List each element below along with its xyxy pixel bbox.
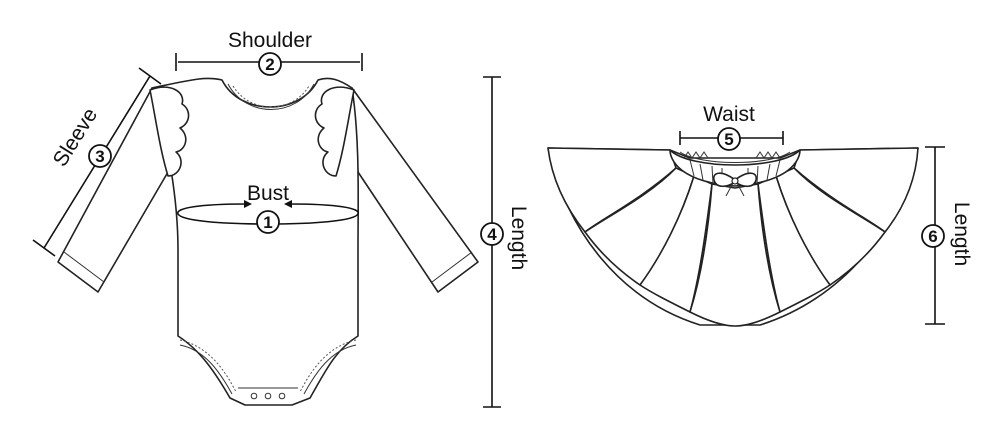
bust-measurement: Bust 1 bbox=[177, 182, 359, 234]
waist-label: Waist bbox=[703, 103, 755, 126]
waist-number: 5 bbox=[724, 130, 733, 149]
shoulder-label: Shoulder bbox=[228, 29, 312, 52]
shoulder-number: 2 bbox=[265, 55, 274, 74]
shoulder-measurement: Shoulder 2 bbox=[175, 29, 363, 76]
bodysuit-illustration bbox=[57, 77, 479, 406]
skirt-length-number: 6 bbox=[928, 227, 937, 246]
skirt-length-measurement: 6 Length bbox=[921, 146, 973, 325]
waist-measurement: Waist 5 bbox=[679, 103, 784, 151]
skirt-length-label: Length bbox=[950, 202, 973, 266]
tutu-skirt-illustration bbox=[547, 147, 919, 327]
bodysuit-length-number: 4 bbox=[487, 225, 497, 244]
bust-label: Bust bbox=[247, 182, 289, 205]
bust-number: 1 bbox=[263, 213, 272, 232]
sleeve-number: 3 bbox=[95, 147, 104, 166]
bodysuit-length-measurement: 4 Length bbox=[480, 76, 530, 408]
bodysuit-length-label: Length bbox=[507, 206, 530, 270]
